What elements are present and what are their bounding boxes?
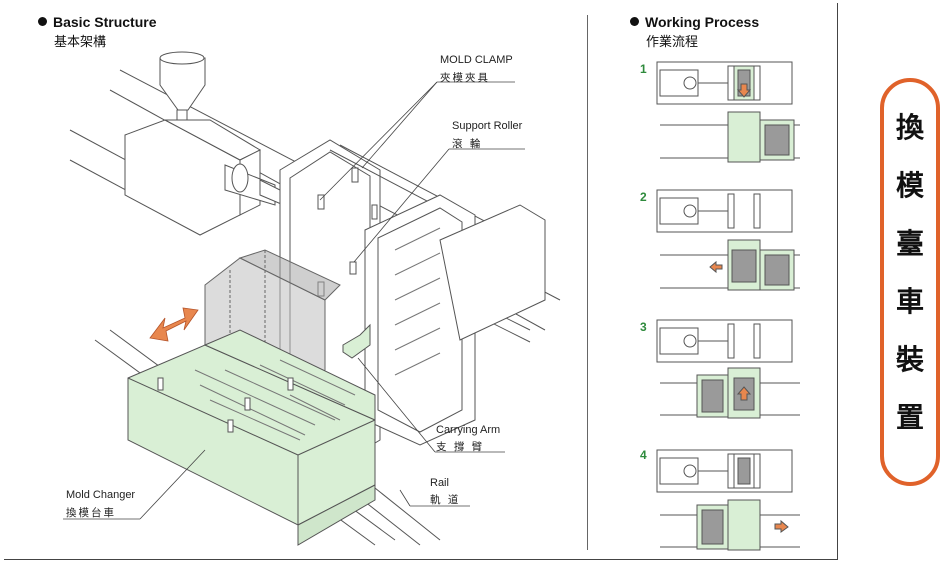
step-number-1: 1: [640, 62, 647, 76]
mold-changer-label-cn: 換模台車: [66, 507, 116, 519]
bullet-icon: [38, 17, 47, 26]
step-2-diagram: [656, 189, 800, 291]
side-title-char: 車: [895, 285, 924, 318]
direction-arrow: [149, 307, 199, 342]
support-roller-label-cn: 滾 輪: [452, 138, 483, 150]
side-title-char: 臺: [895, 227, 924, 260]
basic-structure-subtitle: 基本架構: [54, 35, 107, 50]
working-process-title: Working Process: [630, 14, 759, 30]
mold-clamp-label-cn: 夾模夾具: [440, 72, 490, 84]
step-3-diagram: [656, 319, 800, 419]
side-title-badge: 換 模 臺 車 裝 置: [880, 78, 940, 486]
step-number-3: 3: [640, 320, 647, 334]
side-title-char: 裝: [895, 343, 924, 376]
rail-label-cn: 軌 道: [430, 494, 461, 506]
mold-changer-label: Mold Changer: [66, 489, 136, 501]
carrying-arm-label: Carrying Arm: [436, 424, 501, 436]
bullet-icon: [630, 17, 639, 26]
carrying-arm-label-cn: 支 撐 臂: [436, 441, 485, 453]
step-number-4: 4: [640, 448, 647, 462]
side-title-char: 置: [895, 401, 924, 434]
step-number-2: 2: [640, 190, 647, 204]
step-4-diagram: [656, 449, 800, 551]
mold-clamp-label: MOLD CLAMP: [440, 54, 513, 66]
step-1-diagram: [656, 61, 800, 163]
support-roller-label: Support Roller: [452, 120, 523, 132]
section-divider: [587, 15, 588, 550]
working-process-subtitle: 作業流程: [646, 35, 699, 50]
side-title-char: 換: [895, 111, 924, 144]
side-title-char: 模: [895, 169, 924, 202]
rail-label: Rail: [430, 477, 449, 489]
basic-structure-title: Basic Structure: [38, 14, 156, 30]
